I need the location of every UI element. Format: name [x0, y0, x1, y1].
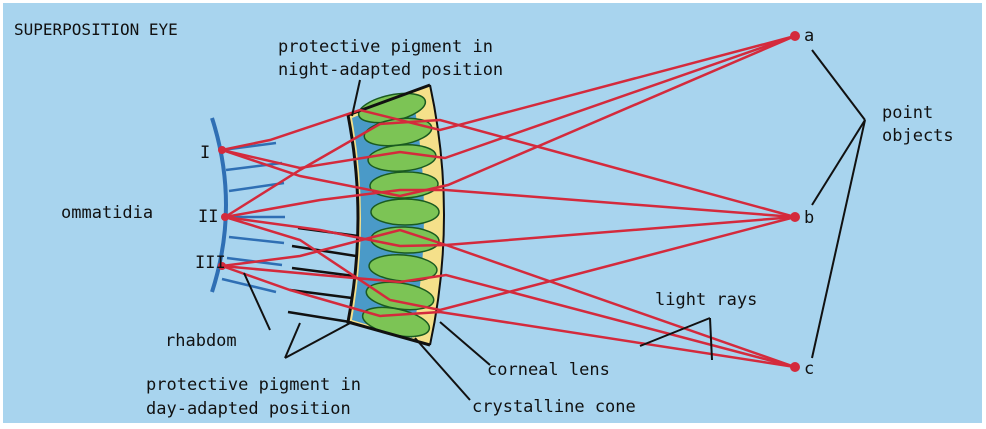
receptor-dots [218, 146, 229, 270]
ommatidium-marker-i: I [200, 143, 210, 163]
leader-line-light-rays [709, 317, 713, 361]
light-ray [224, 215, 796, 248]
crystalline-cone-label: crystalline cone [472, 397, 636, 417]
retina-arc [210, 117, 228, 293]
corneal-lens-label: corneal lens [487, 360, 610, 380]
crystalline-cone [370, 198, 440, 226]
light-rays [221, 34, 796, 369]
light-rays-label: light rays [655, 290, 757, 310]
light-ray [224, 188, 796, 219]
receptor-dot [221, 213, 229, 221]
receptor-dot [218, 146, 226, 154]
leader-line-crystalline-cone [414, 337, 471, 401]
ommatidium-marker-ii: II [198, 207, 218, 227]
light-ray [221, 34, 796, 198]
leader-line-point-objects [811, 119, 866, 206]
pigment-line [291, 266, 355, 278]
point-objects-label-line2: objects [882, 126, 954, 146]
day-pigment-label-line2: day-adapted position [146, 399, 351, 419]
night-pigment-label: protective pigment in [278, 37, 493, 57]
light-ray [221, 264, 796, 369]
leader-line-point-objects [811, 119, 866, 359]
point-objects-label: point [882, 103, 933, 123]
point-marker-c: c [804, 359, 814, 379]
pigment-line [287, 310, 351, 324]
point-marker-a: a [804, 26, 814, 46]
receptor-dot [218, 262, 226, 270]
leader-line-rhabdom [243, 272, 271, 331]
rhabdom-line [225, 161, 283, 172]
point-marker-b: b [804, 208, 814, 228]
rhabdom-line [228, 235, 285, 245]
leader-line-day-pigment [284, 321, 353, 359]
light-ray [221, 34, 796, 170]
point-object-dots [790, 31, 800, 372]
light-ray [221, 264, 796, 369]
point-object-b-dot [790, 212, 800, 222]
leader-lines [243, 49, 866, 401]
point-object-a-dot [790, 31, 800, 41]
light-ray [224, 215, 796, 312]
day-pigment-label: protective pigment in [146, 375, 361, 395]
pigment-line [289, 288, 353, 300]
light-ray [221, 34, 796, 152]
night-pigment-label-line2: night-adapted position [278, 60, 503, 80]
ommatidia-label: ommatidia [61, 203, 153, 223]
leader-line-day-pigment [284, 322, 301, 359]
diagram-title: SUPERPOSITION EYE [14, 20, 178, 39]
rhabdom-label: rhabdom [165, 331, 237, 351]
leader-line-night-pigment [351, 79, 361, 117]
leader-line-light-rays [639, 317, 711, 347]
leader-line-corneal-lens [439, 321, 491, 366]
light-ray [221, 228, 796, 369]
ommatidium-marker-iii: III [195, 253, 226, 273]
light-ray [224, 118, 796, 219]
point-object-c-dot [790, 362, 800, 372]
leader-line-point-objects [811, 49, 866, 121]
diagram-background [3, 3, 982, 423]
